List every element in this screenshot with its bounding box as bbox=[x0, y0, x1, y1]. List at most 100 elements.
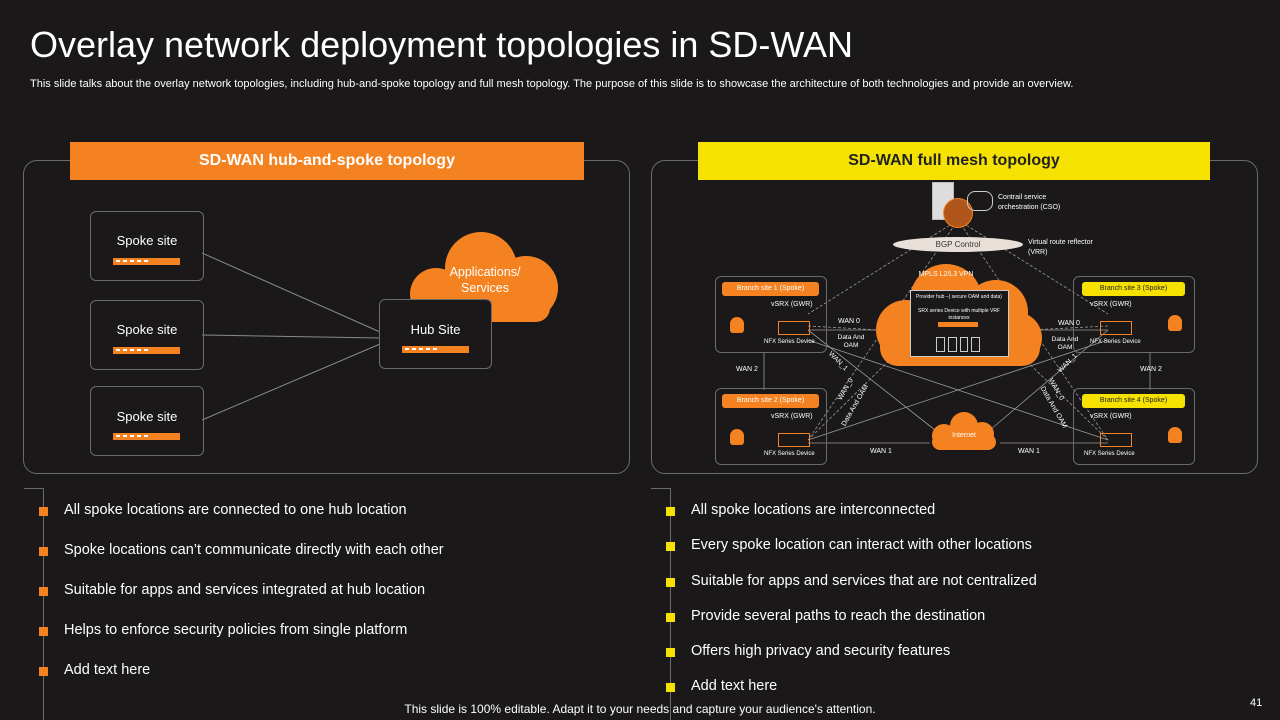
list-item: Offers high privacy and security feature… bbox=[666, 643, 1037, 678]
hub-site-label: Hub Site bbox=[410, 322, 461, 337]
connector-line bbox=[201, 334, 381, 339]
vrf-instances-icon bbox=[936, 337, 980, 352]
wan-label: WAN 0 bbox=[1058, 320, 1080, 327]
branch-tag: Branch site 2 (Spoke) bbox=[722, 394, 819, 408]
internet-cloud-icon bbox=[932, 412, 996, 450]
list-item: All spoke locations are connected to one… bbox=[39, 502, 444, 542]
rail-tick bbox=[651, 488, 671, 489]
bullet-square-icon bbox=[666, 542, 675, 552]
vsrx-label: vSRX (GWR) bbox=[1090, 413, 1132, 420]
spoke-site-box: Spoke site bbox=[90, 300, 204, 370]
cso-label: Contrail service orchestration (CSO) bbox=[998, 194, 1061, 211]
bullet-square-icon bbox=[666, 577, 675, 587]
left-bullet-rail bbox=[43, 488, 44, 720]
bullet-square-icon bbox=[666, 507, 675, 516]
mpls-title: MPLS L2/L3 VPN bbox=[918, 271, 974, 278]
mpls-srx-label: SRX series Device with multiple VRF inst… bbox=[918, 308, 1000, 321]
spoke-site-label: Spoke site bbox=[116, 233, 178, 248]
wan-label: WAN 1 bbox=[1018, 448, 1040, 455]
list-item: Add text here bbox=[666, 678, 1037, 698]
list-item: Every spoke location can interact with o… bbox=[666, 537, 1037, 572]
user-icon bbox=[730, 429, 744, 445]
router-icon bbox=[778, 321, 810, 335]
full-mesh-bullets: All spoke locations are interconnected E… bbox=[666, 502, 1037, 698]
data-oam-label: Data And OAM bbox=[837, 334, 865, 349]
page-subtitle: This slide talks about the overlay netwo… bbox=[30, 78, 1074, 90]
router-icon bbox=[1100, 321, 1132, 335]
connector-line bbox=[201, 252, 381, 333]
branch-site-2-box: Branch site 2 (Spoke) vSRX (GWR) NFX Ser… bbox=[715, 388, 827, 465]
control-link bbox=[957, 219, 1109, 315]
mpls-provider-label: Provider hub –( secure OAM and data) bbox=[916, 294, 1002, 300]
right-bullet-rail bbox=[670, 488, 671, 720]
hub-spoke-heading: SD-WAN hub-and-spoke topology bbox=[70, 142, 584, 180]
wan-label: WAN 2 bbox=[736, 366, 758, 373]
nfx-label: NFX Series Device bbox=[1084, 451, 1135, 457]
vrr-label: Virtual route reflector (VRR) bbox=[1028, 239, 1093, 256]
bullet-square-icon bbox=[39, 507, 48, 516]
spoke-site-box: Spoke site bbox=[90, 386, 204, 456]
branch-tag: Branch site 1 (Spoke) bbox=[722, 282, 819, 296]
bullet-square-icon bbox=[39, 547, 48, 556]
branch-tag: Branch site 4 (Spoke) bbox=[1082, 394, 1185, 408]
router-icon bbox=[778, 433, 810, 447]
list-item: Spoke locations can’t communicate direct… bbox=[39, 542, 444, 582]
nfx-label: NFX Series Device bbox=[764, 339, 815, 345]
user-icon bbox=[1168, 315, 1182, 331]
list-item: Add text here bbox=[39, 662, 444, 702]
wan-label: WAN 2 bbox=[1140, 366, 1162, 373]
wan-label: WAN 1 bbox=[870, 448, 892, 455]
vsrx-label: vSRX (GWR) bbox=[771, 301, 813, 308]
branch-tag: Branch site 3 (Spoke) bbox=[1082, 282, 1185, 296]
device-bar-icon bbox=[113, 258, 180, 265]
bullet-square-icon bbox=[666, 683, 675, 693]
spoke-site-label: Spoke site bbox=[116, 322, 178, 337]
control-link bbox=[1014, 349, 1109, 441]
bullet-square-icon bbox=[39, 587, 48, 596]
wan-link bbox=[807, 339, 1109, 441]
applications-cloud-icon bbox=[410, 232, 558, 322]
device-bar-icon bbox=[113, 347, 180, 354]
bgp-control-label: BGP Control bbox=[935, 240, 981, 249]
list-item: Helps to enforce security policies from … bbox=[39, 622, 444, 662]
bullet-square-icon bbox=[39, 627, 48, 636]
user-icon bbox=[730, 317, 744, 333]
full-mesh-heading: SD-WAN full mesh topology bbox=[698, 142, 1210, 180]
nfx-label: NFX Series Device bbox=[764, 451, 815, 457]
branch-site-1-box: Branch site 1 (Spoke) vSRX (GWR) NFX Ser… bbox=[715, 276, 827, 353]
srx-device-icon bbox=[938, 322, 978, 327]
router-icon bbox=[1100, 433, 1132, 447]
control-link bbox=[807, 219, 959, 441]
bullet-square-icon bbox=[666, 648, 675, 658]
internet-label: Internet bbox=[952, 432, 976, 439]
footer-note: This slide is 100% editable. Adapt it to… bbox=[404, 702, 876, 716]
bgp-control-pill bbox=[893, 237, 1023, 252]
user-cloud-icon bbox=[967, 191, 993, 211]
bullet-square-icon bbox=[39, 667, 48, 676]
control-link bbox=[807, 349, 901, 441]
device-bar-icon bbox=[113, 433, 180, 440]
control-link bbox=[807, 219, 959, 315]
control-link bbox=[1029, 325, 1109, 331]
list-item: All spoke locations are interconnected bbox=[666, 502, 1037, 537]
branch-site-4-box: Branch site 4 (Spoke) vSRX (GWR) NFX Ser… bbox=[1073, 388, 1195, 465]
branch-site-3-box: Branch site 3 (Spoke) vSRX (GWR) NFX Ser… bbox=[1073, 276, 1195, 353]
rail-tick bbox=[24, 488, 44, 489]
list-item: Suitable for apps and services that are … bbox=[666, 573, 1037, 608]
wan-label: WAN 0 bbox=[838, 318, 860, 325]
list-item: Suitable for apps and services integrate… bbox=[39, 582, 444, 622]
vsrx-label: vSRX (GWR) bbox=[771, 413, 813, 420]
spoke-site-label: Spoke site bbox=[116, 409, 178, 424]
nfx-label: NFX Series Device bbox=[1090, 339, 1141, 345]
page-number: 41 bbox=[1250, 697, 1263, 709]
list-item: Provide several paths to reach the desti… bbox=[666, 608, 1037, 643]
control-link bbox=[807, 325, 881, 331]
device-bar-icon bbox=[402, 346, 469, 353]
vsrx-label: vSRX (GWR) bbox=[1090, 301, 1132, 308]
user-icon bbox=[1168, 427, 1182, 443]
cloud-label: Applications/ Services bbox=[449, 265, 521, 295]
bullet-square-icon bbox=[666, 612, 675, 622]
spoke-site-box: Spoke site bbox=[90, 211, 204, 281]
connector-line bbox=[201, 343, 381, 421]
data-oam-label: Data And OAM bbox=[1051, 336, 1079, 351]
